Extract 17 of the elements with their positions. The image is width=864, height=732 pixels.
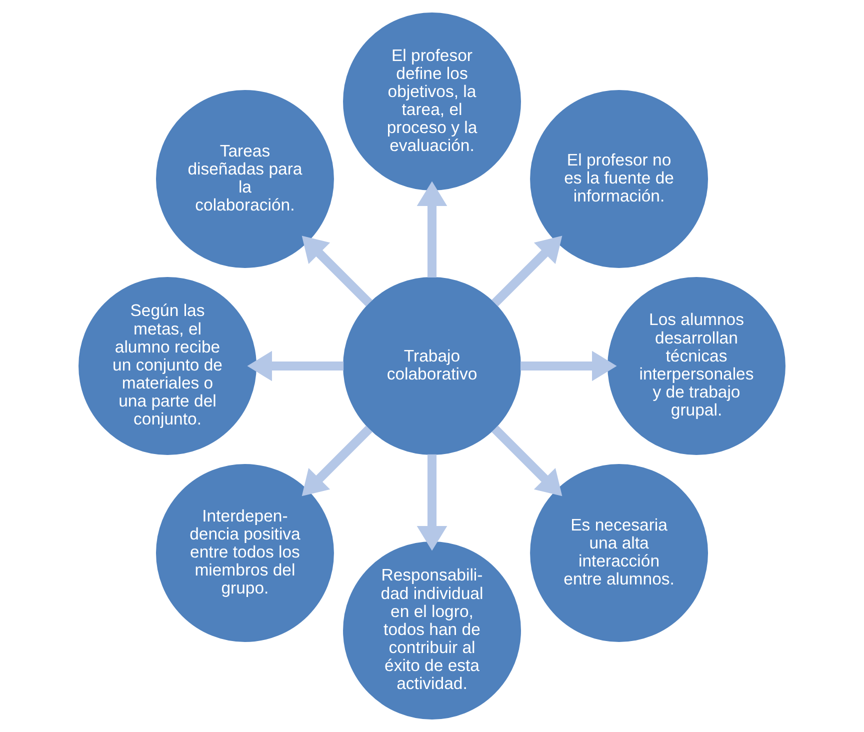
node-circle: El profesor no es la fuente de información. (530, 90, 708, 268)
arrow (492, 426, 562, 496)
arrow (302, 426, 372, 496)
node-circle: Tareas diseñadas para la colaboración. (156, 90, 334, 268)
node-circle: Los alumnos desarrollan técnicas interpersonales y de trabajo grupal. (608, 277, 786, 455)
arrow (520, 350, 617, 382)
node-circle: Interdepen- dencia positiva entre todos los miembros del grupo. (156, 464, 334, 642)
node-circle: Según las metas, el alumno recibe un conjunto de materiales o una parte del conjunto. (78, 277, 256, 455)
arrow (416, 454, 448, 551)
node-circle: El profesor define los objetivos, la tarea, el proceso y la evaluación. (343, 12, 521, 190)
arrow (492, 236, 562, 306)
node-circle: Trabajo colaborativo (343, 277, 521, 455)
node-circle: Es necesaria una alta interacción entre alumnos. (530, 464, 708, 642)
arrow (416, 181, 448, 278)
node-circle: Responsabili- dad individual en el logro, todos han de contribuir al éxito de esta actividad. (343, 542, 521, 720)
arrow (302, 236, 372, 306)
arrow (247, 350, 344, 382)
